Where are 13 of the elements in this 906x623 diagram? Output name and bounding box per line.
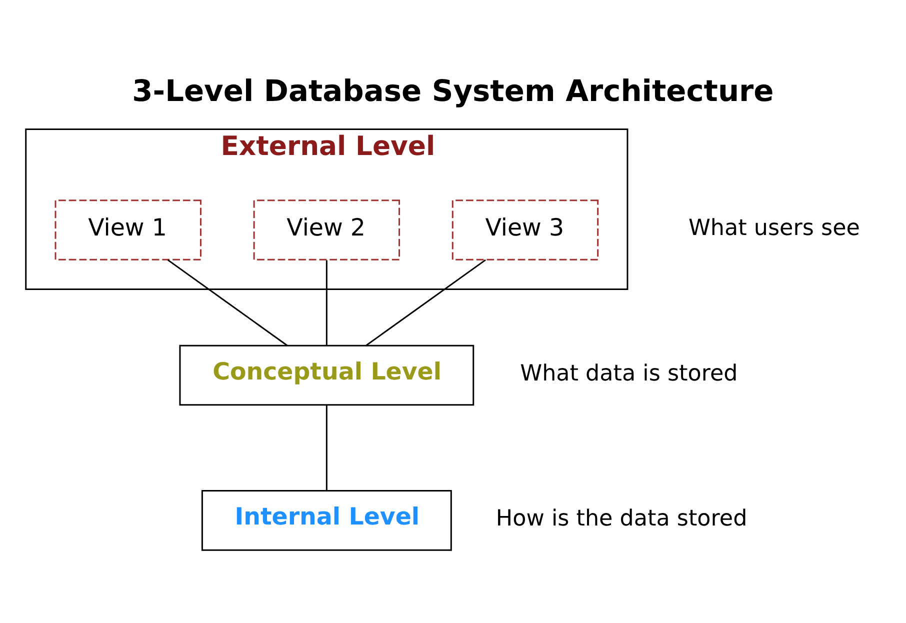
diagram-title: 3-Level Database System Architecture	[132, 73, 774, 108]
node-box: View 1	[54, 200, 202, 260]
node-box: View 2	[253, 200, 400, 260]
connector	[167, 259, 288, 346]
node-box: View 3	[452, 200, 599, 260]
node-label: How is the data stored	[496, 506, 748, 532]
node-box: Conceptual Level	[179, 344, 474, 406]
connector	[366, 259, 486, 346]
node-label: What data is stored	[520, 360, 738, 386]
node-label: What users see	[688, 215, 860, 242]
connector	[326, 260, 328, 346]
connector	[326, 406, 328, 491]
node-box: Internal Level	[201, 490, 452, 551]
